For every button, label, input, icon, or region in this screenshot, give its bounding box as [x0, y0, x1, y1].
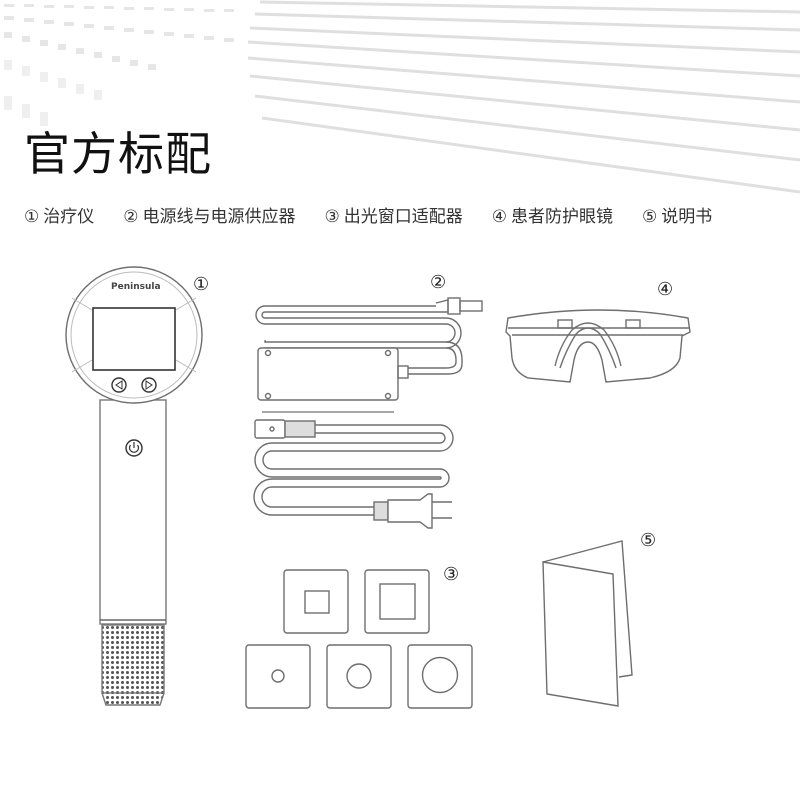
device-grille [101, 624, 165, 694]
decorative-striped-background [4, 0, 800, 194]
device-brand-label: Peninsula [111, 282, 161, 292]
power-cord-illustration [253, 419, 454, 529]
badge-adapters: ③ [443, 564, 460, 585]
badge-power: ② [430, 272, 447, 293]
therapy-device-illustration [65, 266, 203, 706]
power-adapter-illustration [255, 297, 483, 413]
badge-manual: ⑤ [640, 530, 657, 551]
power-supply-box [257, 347, 399, 401]
adapter-medium-circle [326, 644, 392, 709]
adapter-large-circle [407, 644, 473, 709]
protective-goggles-illustration [505, 309, 691, 383]
power-button-icon [125, 439, 143, 457]
instruction-manual-illustration [542, 540, 633, 707]
window-adapters-illustration [245, 569, 473, 709]
adapter-large-square [364, 569, 430, 634]
adapter-small-circle [245, 644, 311, 709]
page-title: 官方标配 [24, 127, 212, 181]
left-arrow-button-icon [111, 377, 127, 393]
device-screen [92, 307, 176, 371]
adapter-small-square [283, 569, 349, 634]
right-arrow-button-icon [141, 377, 157, 393]
badge-glasses: ④ [657, 279, 674, 300]
badge-device: ① [193, 274, 210, 295]
